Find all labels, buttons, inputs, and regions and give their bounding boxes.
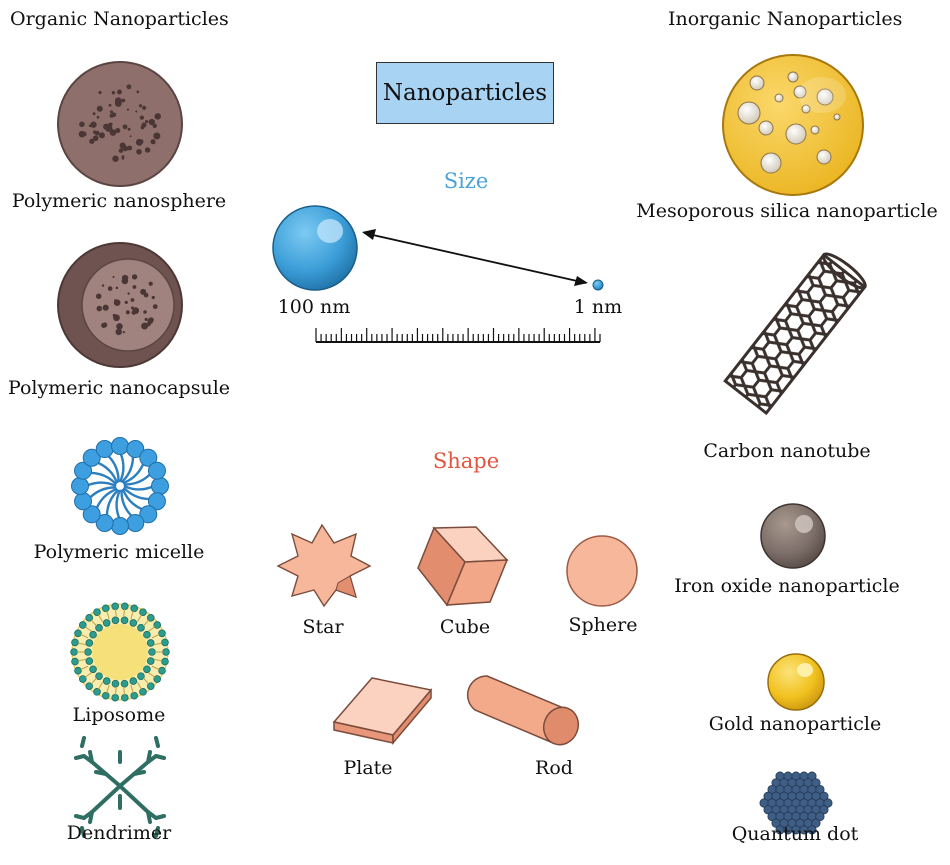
polymeric-micelle-graphic	[71, 437, 169, 535]
plate-shape	[332, 677, 433, 746]
polymeric-nanocapsule-graphic	[57, 242, 183, 368]
size-1nm-label: 1 nm	[573, 296, 623, 318]
mesoporous-silica-graphic	[722, 54, 864, 196]
cube-shape	[417, 526, 509, 607]
shape-label-star: Star	[302, 616, 344, 638]
size-100nm-label: 100 nm	[277, 296, 351, 318]
inorganic-label-iron-oxide: Iron oxide nanoparticle	[674, 575, 900, 597]
iron-oxide-graphic	[760, 503, 826, 569]
organic-label-liposome: Liposome	[72, 704, 166, 726]
page-title: Nanoparticles	[376, 62, 554, 124]
dendrimer-graphic	[74, 736, 166, 838]
inorganic-label-quantum-dot: Quantum dot	[731, 823, 859, 845]
star-shape	[276, 523, 372, 608]
quantum-dot-graphic	[759, 771, 833, 835]
rod-shape	[466, 675, 580, 746]
organic-header: Organic Nanoparticles	[10, 8, 229, 30]
liposome-graphic	[70, 602, 170, 702]
size-scale-graphic	[272, 205, 604, 343]
inorganic-header: Inorganic Nanoparticles	[668, 8, 903, 30]
gold-graphic	[767, 653, 825, 711]
shape-label-cube: Cube	[439, 616, 491, 638]
sphere-shape	[566, 535, 638, 607]
shape-label-rod: Rod	[535, 757, 573, 779]
size-heading: Size	[443, 169, 489, 193]
polymeric-nanosphere-graphic	[57, 61, 183, 187]
carbon-nanotube-graphic	[723, 252, 867, 416]
shape-label-sphere: Sphere	[568, 614, 638, 636]
organic-label-dendrimer: Dendrimer	[66, 822, 172, 844]
inorganic-label-silica: Mesoporous silica nanoparticle	[636, 200, 938, 222]
organic-label-nanocapsule: Polymeric nanocapsule	[7, 377, 231, 399]
organic-label-micelle: Polymeric micelle	[33, 541, 205, 563]
organic-label-nanosphere: Polymeric nanosphere	[11, 190, 227, 212]
shape-heading: Shape	[432, 449, 500, 473]
inorganic-label-nanotube: Carbon nanotube	[703, 440, 871, 462]
inorganic-label-gold: Gold nanoparticle	[708, 713, 882, 735]
shape-label-plate: Plate	[343, 757, 393, 779]
